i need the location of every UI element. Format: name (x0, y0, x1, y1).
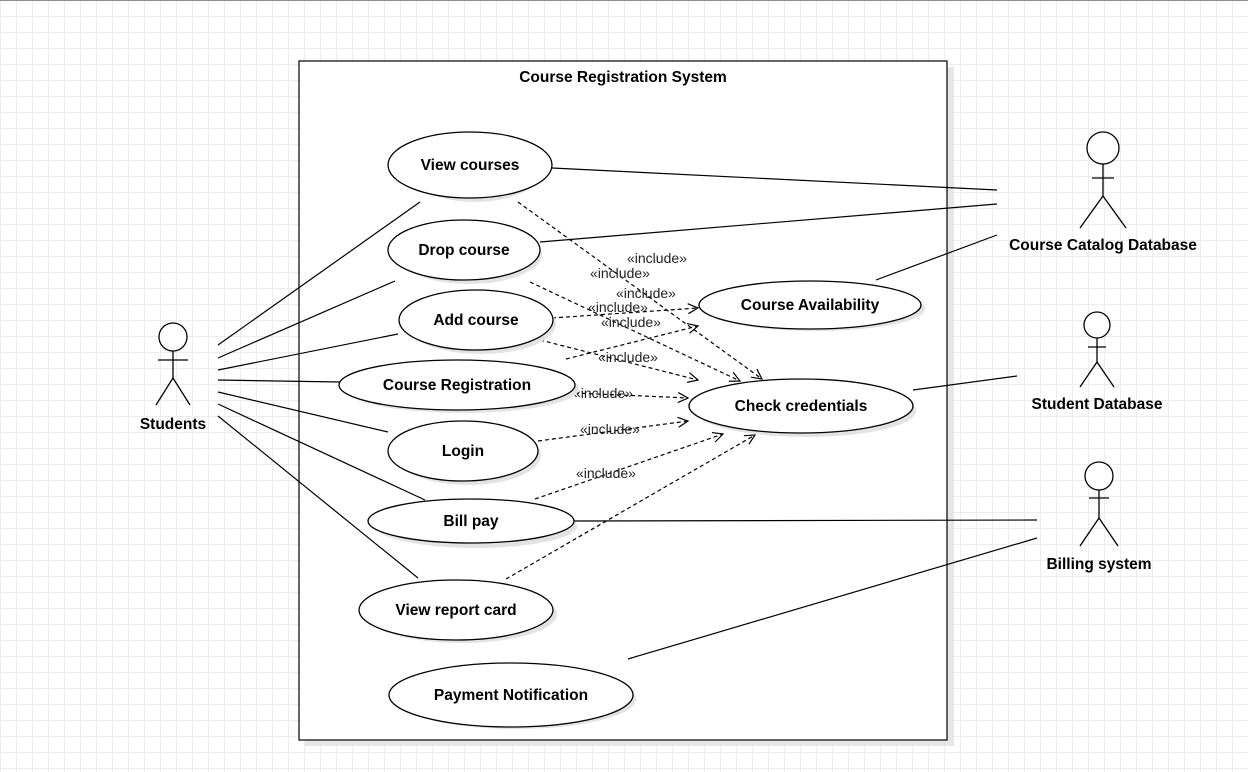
assoc-students-login[interactable] (217, 391, 389, 433)
assoc-students-course-registration[interactable] (217, 379, 341, 383)
include-dependencies (505, 201, 762, 580)
assoc-bill-pay-billing[interactable] (573, 519, 1038, 522)
use-case-course-registration[interactable]: Course Registration (338, 359, 579, 413)
use-case-label: Login (442, 443, 484, 460)
actor-students[interactable]: Students (140, 322, 206, 433)
student-associations (217, 201, 426, 579)
use-case-view-report-card[interactable]: View report card (358, 579, 557, 643)
assoc-students-add-course[interactable] (217, 333, 399, 371)
include-report-card-credentials[interactable] (505, 435, 755, 580)
assoc-students-view-courses[interactable] (217, 201, 421, 346)
use-case-check-credentials[interactable]: Check credentials (688, 378, 916, 437)
use-case-bill-pay[interactable]: Bill pay (367, 498, 577, 548)
top-border (0, 0, 1248, 1)
include-label: «include» (573, 385, 633, 401)
use-case-label: Payment Notification (434, 687, 588, 704)
actor-label: Student Database (1032, 396, 1163, 413)
assoc-credentials-student-db[interactable] (912, 375, 1018, 391)
assoc-students-drop-course[interactable] (217, 280, 396, 359)
use-case-course-availability[interactable]: Course Availability (698, 280, 925, 331)
assoc-payment-notification-billing[interactable] (627, 537, 1038, 660)
use-case-label: Course Availability (741, 297, 880, 314)
actor-label: Course Catalog Database (1009, 237, 1197, 254)
system-associations (539, 167, 1038, 660)
assoc-drop-course-catalog[interactable] (539, 203, 998, 243)
include-label: «include» (590, 265, 650, 281)
include-label: «include» (616, 285, 676, 301)
include-bill-pay-credentials[interactable] (534, 434, 723, 500)
assoc-view-courses-catalog[interactable] (551, 167, 998, 191)
include-label: «include» (601, 314, 661, 330)
include-add-course-availability[interactable] (551, 308, 698, 319)
use-case-label: Bill pay (443, 513, 499, 530)
use-case-label: View report card (395, 602, 516, 619)
actor-billing-system[interactable]: Billing system (1046, 461, 1152, 573)
include-add-course-credentials[interactable] (539, 339, 698, 380)
use-case-label: Check credentials (735, 398, 868, 415)
use-case-payment-notification[interactable]: Payment Notification (388, 662, 636, 729)
include-label: «include» (580, 421, 640, 437)
include-registration-credentials[interactable] (574, 393, 688, 398)
include-login-credentials[interactable] (537, 421, 688, 442)
include-label: «include» (576, 465, 636, 481)
actor-course-catalog-database[interactable]: Course Catalog Database (1009, 131, 1197, 254)
include-label: «include» (588, 299, 648, 315)
use-case-label: Add course (433, 312, 519, 329)
use-case-add-course[interactable]: Add course (398, 289, 556, 354)
use-case-label: View courses (421, 157, 520, 174)
use-case-drop-course[interactable]: Drop course (387, 219, 542, 284)
actor-label: Students (140, 416, 206, 433)
actor-label: Billing system (1046, 556, 1151, 573)
use-case-label: Course Registration (383, 377, 531, 394)
use-case-view-courses[interactable]: View courses (387, 131, 553, 202)
include-drop-course-credentials[interactable] (529, 281, 740, 381)
use-case-login[interactable]: Login (387, 420, 541, 485)
include-label: «include» (598, 349, 658, 365)
include-label: «include» (627, 250, 687, 266)
include-labels: «include» «include» «include» «include» … (573, 250, 687, 481)
assoc-students-view-report-card[interactable] (217, 415, 419, 579)
include-view-courses-credentials[interactable] (517, 201, 762, 379)
use-case-label: Drop course (418, 242, 510, 259)
assoc-availability-catalog[interactable] (875, 234, 998, 281)
include-registration-availability[interactable] (565, 326, 698, 360)
assoc-students-bill-pay[interactable] (217, 403, 426, 501)
system-title: Course Registration System (519, 69, 727, 86)
actor-student-database[interactable]: Student Database (1032, 311, 1163, 413)
